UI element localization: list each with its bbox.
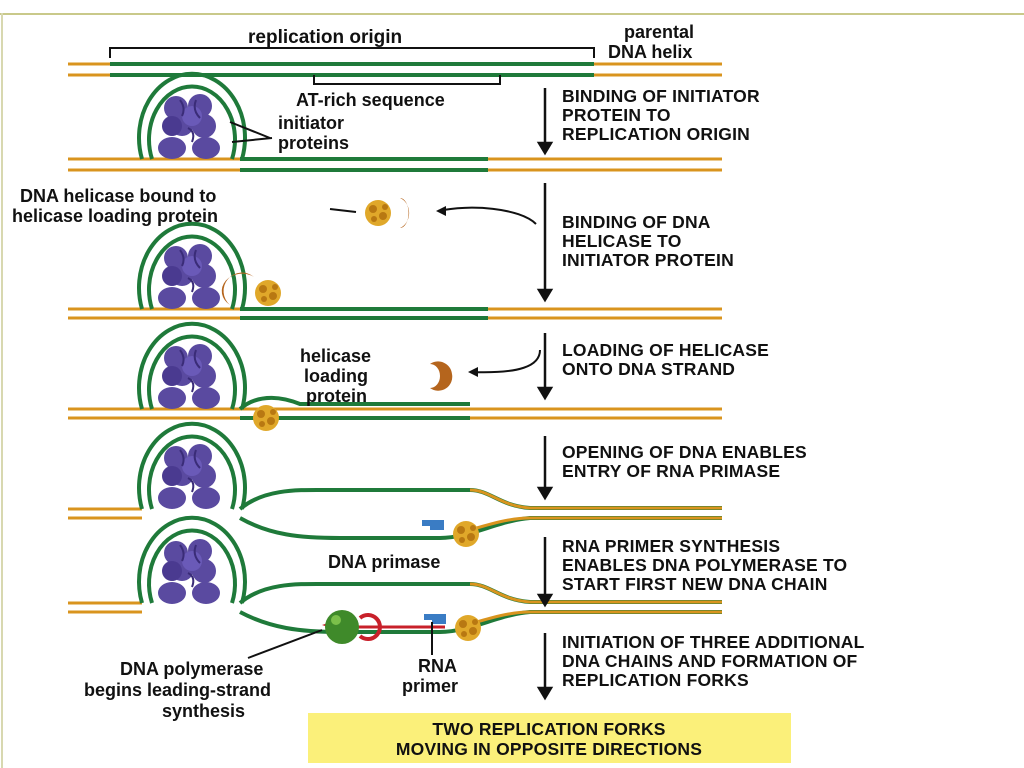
label-parental-2: DNA helix	[608, 42, 692, 62]
row-3-helicase-binding	[68, 221, 722, 320]
step-1-line-1: BINDING OF INITIATOR	[562, 86, 760, 106]
banner-line-2: MOVING IN OPPOSITE DIRECTIONS	[396, 739, 702, 759]
step-2-line-1: BINDING OF DNA	[562, 212, 711, 232]
replication-origin-bracket	[109, 47, 595, 58]
summary-banner	[308, 713, 791, 763]
at-rich-bracket	[313, 75, 501, 85]
polymerase-shape	[325, 610, 359, 644]
label-loader-1: helicase	[300, 346, 371, 366]
label-polymerase-2: begins leading-strand	[84, 680, 271, 700]
label-at-rich: AT-rich sequence	[296, 90, 445, 110]
label-replication-origin: replication origin	[248, 27, 402, 48]
label-initiator-2: proteins	[278, 133, 349, 153]
label-helicase-bound-2: helicase loading protein	[12, 206, 218, 226]
free-helicase-loader-complex	[329, 198, 537, 228]
label-initiator-1: initiator	[278, 113, 344, 133]
label-parental-1: parental	[624, 22, 694, 42]
label-rna-primer-2: primer	[402, 676, 458, 696]
row-4-helicase-loading	[68, 321, 722, 431]
step-6-line-3: REPLICATION FORKS	[562, 670, 749, 690]
step-5-line-2: ENABLES DNA POLYMERASE TO	[562, 555, 847, 575]
step-4-line-2: ENTRY OF RNA PRIMASE	[562, 461, 780, 481]
step-6-line-1: INITIATION OF THREE ADDITIONAL	[562, 632, 865, 652]
step-6-line-2: DNA CHAINS AND FORMATION OF	[562, 651, 858, 671]
top-rule	[0, 13, 1024, 15]
left-rule	[1, 13, 3, 768]
row-1-parental-helix	[68, 47, 722, 85]
step-5-line-1: RNA PRIMER SYNTHESIS	[562, 536, 780, 556]
primase-shape	[422, 520, 444, 530]
step-3-line-1: LOADING OF HELICASE	[562, 340, 769, 360]
step-2-line-3: INITIATOR PROTEIN	[562, 250, 734, 270]
row-2-initiator-binding	[68, 71, 722, 172]
label-polymerase-1: DNA polymerase	[120, 659, 263, 679]
step-2-line-2: HELICASE TO	[562, 231, 682, 251]
label-loader-2: loading	[304, 366, 368, 386]
row-5-dna-opening	[68, 421, 722, 547]
row-6-primer-synthesis	[68, 515, 722, 644]
step-arrows	[536, 88, 554, 701]
label-helicase-bound-1: DNA helicase bound to	[20, 186, 216, 206]
label-polymerase-3: synthesis	[162, 701, 245, 721]
step-3-line-2: ONTO DNA STRAND	[562, 359, 735, 379]
label-dna-primase: DNA primase	[328, 552, 440, 572]
step-1-line-2: PROTEIN TO	[562, 105, 671, 125]
label-loader-3: protein	[306, 386, 367, 406]
step-4-line-1: OPENING OF DNA ENABLES	[562, 442, 807, 462]
step-5-line-3: START FIRST NEW DNA CHAIN	[562, 574, 828, 594]
banner-line-1: TWO REPLICATION FORKS	[432, 719, 665, 739]
step-1-line-3: REPLICATION ORIGIN	[562, 124, 750, 144]
label-rna-primer-1: RNA	[418, 656, 457, 676]
